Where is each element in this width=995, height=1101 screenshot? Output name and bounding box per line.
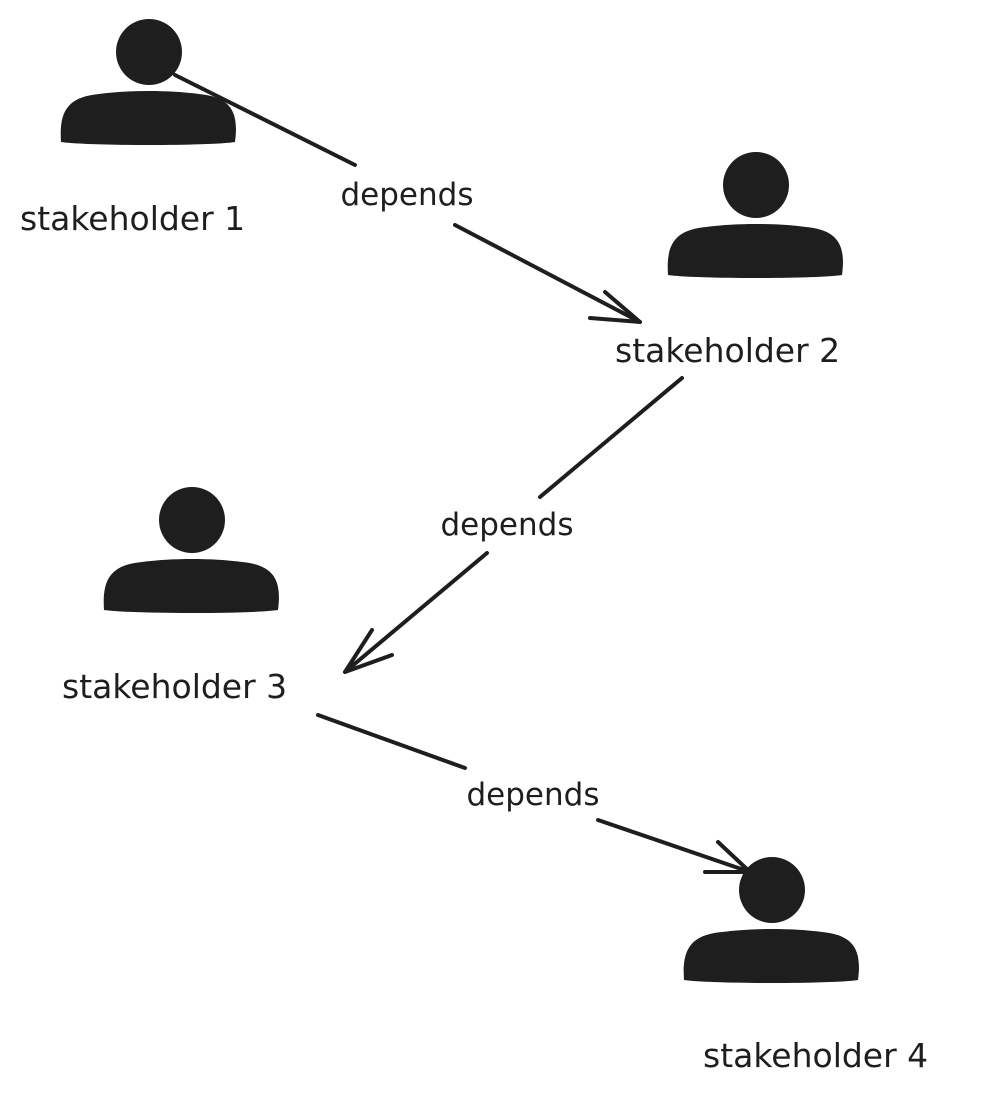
edge-label: depends [467,777,600,813]
node-stakeholder-3[interactable]: stakeholder 3 [62,487,287,706]
node-stakeholder-2[interactable]: stakeholder 2 [615,152,843,370]
node-label: stakeholder 3 [62,667,287,706]
edge-s3-s4: depends [316,713,752,874]
node-label: stakeholder 4 [703,1036,928,1075]
node-label: stakeholder 2 [615,331,840,370]
edge-s1-s2: depends [173,73,642,324]
edge-s2-s3: depends [343,376,684,674]
node-label: stakeholder 1 [20,199,245,238]
edge-label: depends [441,507,574,543]
person-icon [60,19,236,145]
person-icon [103,487,279,613]
node-stakeholder-1[interactable]: stakeholder 1 [20,19,245,238]
node-stakeholder-4[interactable]: stakeholder 4 [683,857,928,1075]
person-icon [667,152,843,278]
arrowhead-icon [588,290,642,324]
arrowhead-icon [343,628,394,674]
edge-label: depends [341,177,474,213]
person-icon [683,857,859,983]
